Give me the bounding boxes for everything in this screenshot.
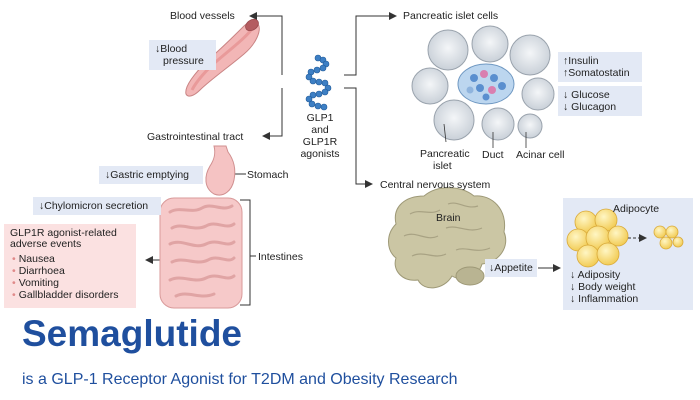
adverse-event-gallbladder: •Gallbladder disorders xyxy=(12,289,119,301)
label-appetite: ↓Appetite xyxy=(489,262,533,274)
appetite-box: ↓Appetite xyxy=(485,259,537,277)
adverse-event-diarrhoea: •Diarrhoea xyxy=(12,265,65,277)
label-body-weight: ↓ Body weight xyxy=(570,281,636,293)
label-blood-vessels: Blood vessels xyxy=(170,10,235,22)
label-inflammation: ↓ Inflammation xyxy=(570,293,639,305)
page-title: Semaglutide xyxy=(22,313,242,354)
label-glucagon: ↓ Glucagon xyxy=(563,101,617,113)
label-gastric-emptying: ↓Gastric emptying xyxy=(105,169,190,181)
label-adipocyte: Adipocyte xyxy=(613,203,660,215)
arrow-to-pancreas xyxy=(344,12,397,76)
blood-pressure-line2: pressure xyxy=(163,55,204,67)
label-pancreatic-islet: Pancreatic xyxy=(420,148,470,160)
label-cns: Central nervous system xyxy=(380,179,491,191)
label-somatostatin: ↑Somatostatin xyxy=(563,67,630,79)
adverse-event-nausea: •Nausea xyxy=(12,253,55,265)
label-intestines: Intestines xyxy=(258,251,303,263)
label-duct: Duct xyxy=(482,149,504,161)
adverse-event-vomiting: •Vomiting xyxy=(12,277,59,289)
gastric-emptying-box: ↓Gastric emptying xyxy=(99,166,203,184)
pancreatic-islet-illustration xyxy=(411,25,555,148)
adipocyte-cluster-icon xyxy=(566,208,629,268)
label-insulin: ↑Insulin xyxy=(563,55,599,67)
label-glp1r: GLP1R xyxy=(302,136,338,148)
chylomicron-box: ↓Chylomicron secretion xyxy=(33,197,161,215)
label-glucose: ↓ Glucose xyxy=(563,89,610,101)
small-adipocyte-icon xyxy=(653,225,684,250)
insulin-somatostatin-box: ↑Insulin ↑Somatostatin xyxy=(558,52,642,82)
adverse-events-title-1: GLP1R agonist-related xyxy=(10,227,117,239)
label-glp1: GLP1 xyxy=(306,112,334,124)
blood-pressure-line1: ↓Blood xyxy=(155,43,188,55)
label-stomach: Stomach xyxy=(247,169,289,181)
blood-vessel-icon xyxy=(185,18,260,97)
stomach-icon xyxy=(205,145,236,196)
adverse-events-box: GLP1R agonist-related adverse events •Na… xyxy=(4,224,136,308)
glp1-molecule-icon xyxy=(305,54,332,111)
label-acinar-cell: Acinar cell xyxy=(516,149,565,161)
label-glp1-and: and xyxy=(311,124,329,136)
adverse-events-title-2: adverse events xyxy=(10,238,82,250)
arrow-to-blood-vessels xyxy=(249,12,283,75)
label-pancreatic-islet-cells: Pancreatic islet cells xyxy=(403,10,499,22)
intestines-icon xyxy=(159,197,243,309)
page-subtitle: is a GLP-1 Receptor Agonist for T2DM and… xyxy=(22,371,458,388)
connector-lines xyxy=(145,12,561,306)
label-agonists: agonists xyxy=(300,148,340,160)
brain-icon xyxy=(388,187,507,289)
label-adiposity: ↓ Adiposity xyxy=(570,269,621,281)
glucose-glucagon-box: ↓ Glucose ↓ Glucagon xyxy=(558,86,642,116)
arrow-to-gi-tract xyxy=(262,88,283,140)
intestines-bracket xyxy=(240,199,251,306)
label-gi-tract: Gastrointestinal tract xyxy=(147,131,244,143)
label-brain: Brain xyxy=(436,212,461,224)
blood-pressure-box: ↓Blood pressure xyxy=(149,40,216,70)
label-chylomicron: ↓Chylomicron secretion xyxy=(39,200,149,212)
label-pancreatic-islet-2: islet xyxy=(433,160,452,172)
arrow-to-cns xyxy=(344,87,373,188)
